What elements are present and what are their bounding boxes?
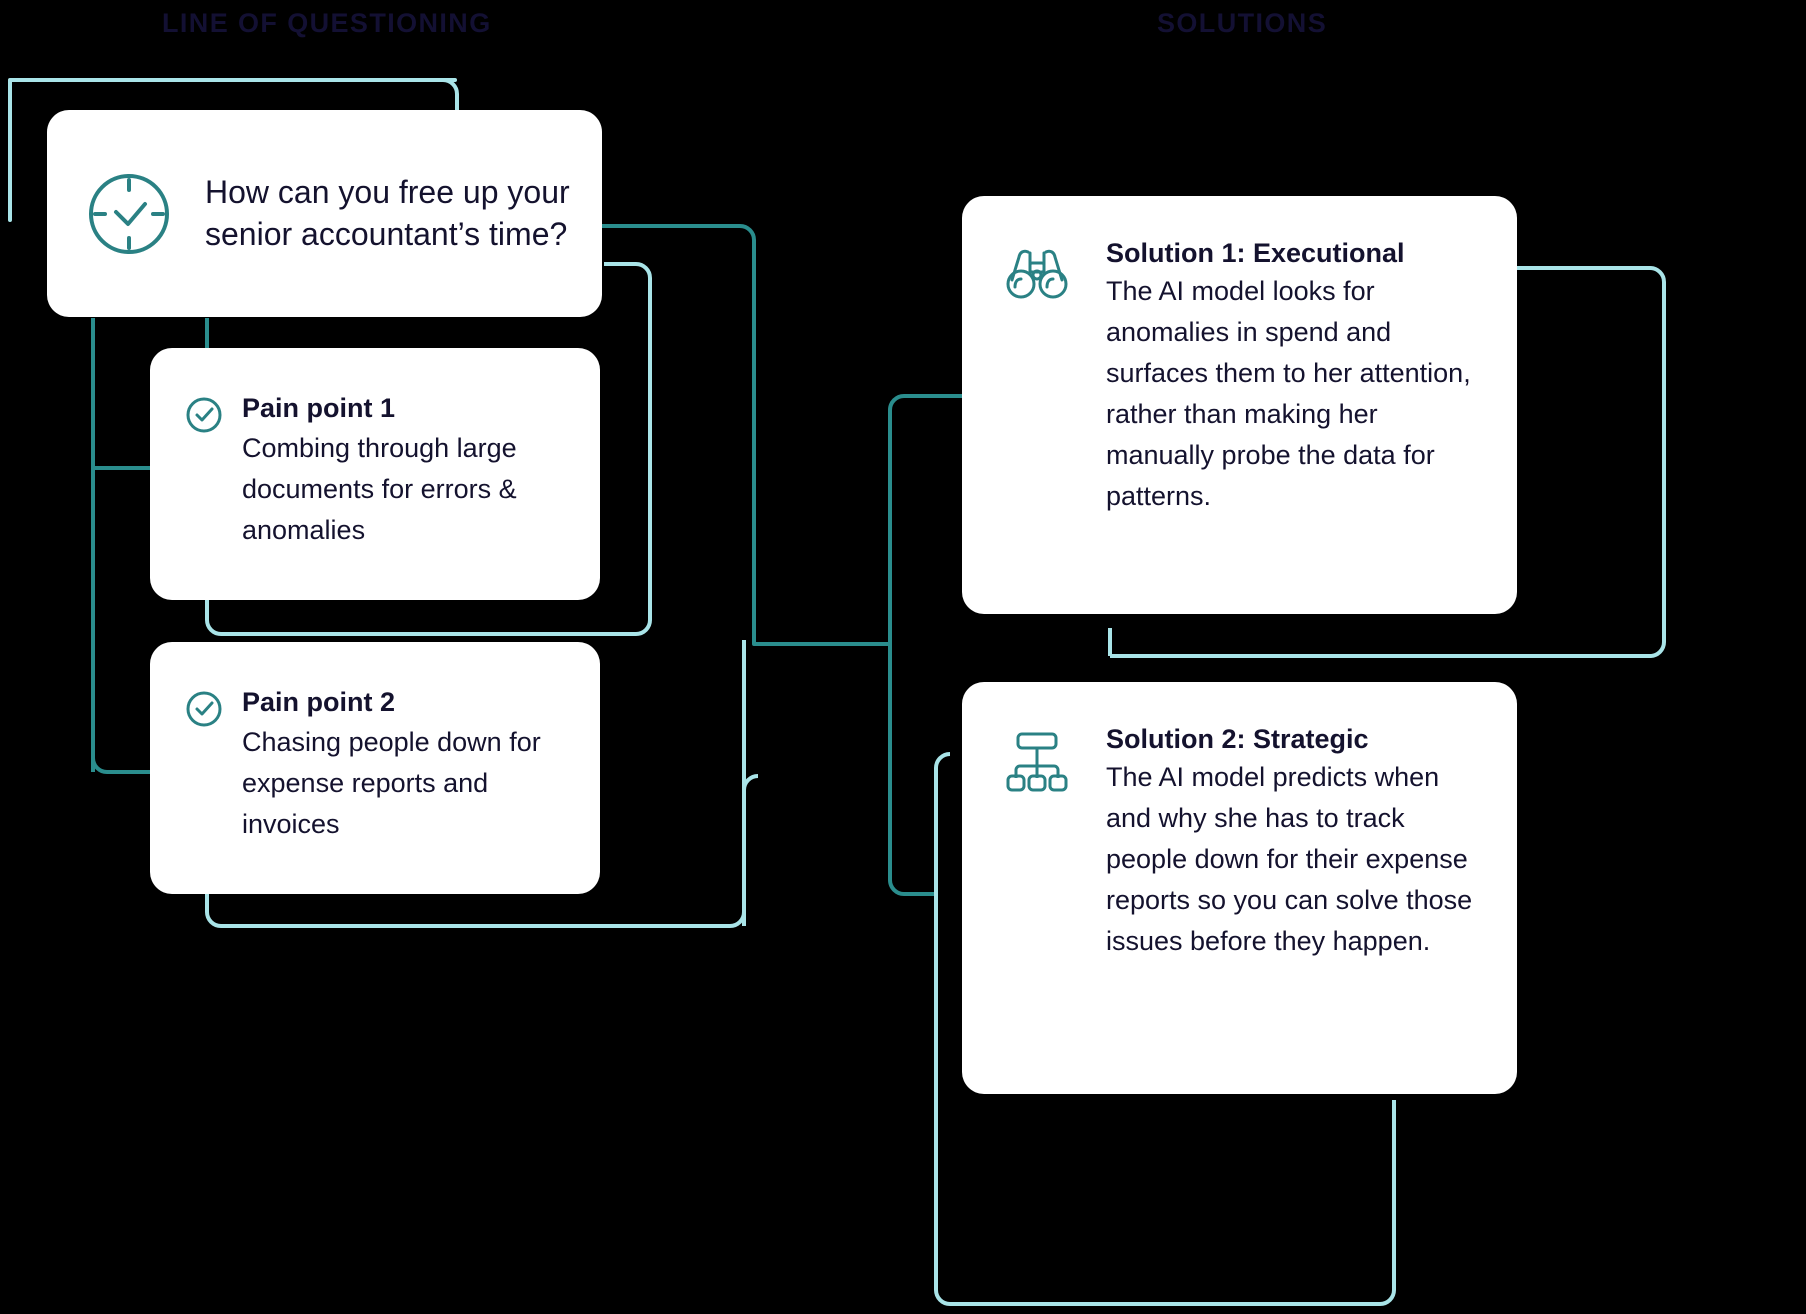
binoculars-icon (1002, 236, 1072, 576)
solution-2-body: Solution 2: Strategic The AI model predi… (1072, 722, 1481, 1056)
pain-point-2-body: Pain point 2 Chasing people down for exp… (224, 686, 570, 854)
connector-trunk-to-solution1 (752, 394, 966, 646)
pain-point-card-2[interactable]: Pain point 2 Chasing people down for exp… (150, 642, 600, 894)
solution-card-1[interactable]: Solution 1: Executional The AI model loo… (962, 196, 1517, 614)
pain-point-2-title: Pain point 2 (242, 687, 396, 717)
solution-2-title: Solution 2: Strategic (1106, 724, 1369, 754)
question-text: How can you free up your senior accounta… (205, 173, 570, 252)
column-heading-line-of-questioning: LINE OF QUESTIONING (162, 8, 492, 38)
question-card[interactable]: How can you free up your senior accounta… (47, 110, 602, 317)
pain-point-1-body: Pain point 1 Combing through large docum… (224, 392, 570, 560)
clock-check-icon (81, 168, 177, 260)
org-chart-icon (1002, 722, 1072, 1056)
connector-question-to-trunk (600, 224, 756, 630)
solution-card-2[interactable]: Solution 2: Strategic The AI model predi… (962, 682, 1517, 1094)
check-circle-icon (184, 392, 224, 560)
pain-point-2-description: Chasing people down for expense reports … (242, 726, 541, 839)
pain-point-1-description: Combing through large documents for erro… (242, 432, 517, 545)
connector-trunk-to-solution2 (888, 644, 936, 896)
solution-1-description: The AI model looks for anomalies in spen… (1106, 276, 1471, 512)
check-circle-icon (184, 686, 224, 854)
solution-2-description: The AI model predicts when and why she h… (1106, 762, 1473, 957)
solution-1-title: Solution 1: Executional (1106, 238, 1405, 268)
question-card-body: How can you free up your senior accounta… (177, 172, 574, 255)
pain-point-1-title: Pain point 1 (242, 393, 396, 423)
solution-1-body: Solution 1: Executional The AI model loo… (1072, 236, 1481, 576)
column-heading-solutions: SOLUTIONS (1157, 8, 1328, 38)
connector-spine-to-pain2 (91, 757, 152, 774)
pain-point-card-1[interactable]: Pain point 1 Combing through large docum… (150, 348, 600, 600)
connector-question-left-corner (442, 78, 459, 112)
